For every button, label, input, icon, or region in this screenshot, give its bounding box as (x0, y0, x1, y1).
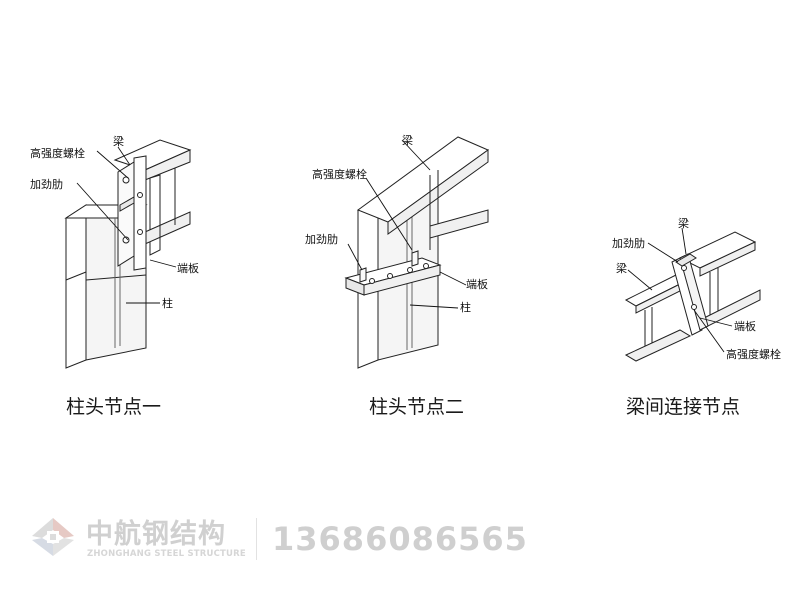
fig2-label-stiffener: 加劲肋 (305, 232, 338, 246)
figure-2-drawing (344, 136, 490, 369)
fig1-label-stiffener: 加劲肋 (30, 177, 63, 191)
caption-figure-2: 柱头节点二 (369, 396, 465, 418)
caption-figure-3: 梁间连接节点 (626, 396, 741, 418)
fig1-label-beam: 梁 (113, 134, 124, 148)
fig3-label-beam-left: 梁 (616, 261, 627, 275)
fig2-label-column: 柱 (460, 300, 471, 314)
fig3-label-stiffener: 加劲肋 (612, 236, 645, 250)
phone-number: 13686086565 (272, 520, 528, 558)
beam-3-right (678, 231, 761, 331)
figure-1-labels: 高强度螺栓 加劲肋 梁 端板 柱 (30, 134, 199, 310)
leaders-3 (627, 227, 733, 353)
zhonghang-logo-icon (32, 518, 74, 556)
end-plate-3 (671, 253, 709, 336)
fig2-label-beam: 梁 (402, 133, 413, 147)
caption-figure-1: 柱头节点一 (66, 396, 162, 418)
fig1-label-column: 柱 (162, 296, 173, 310)
figure-1-drawing (64, 139, 192, 369)
leaders-2 (347, 139, 467, 309)
fig1-label-end-plate: 端板 (177, 261, 199, 275)
fig2-label-end-plate: 端板 (466, 277, 488, 291)
watermark-divider (256, 518, 257, 560)
figure-3-drawing (624, 227, 761, 362)
fig3-label-bolt: 高强度螺栓 (726, 347, 781, 361)
fig2-label-bolt: 高强度螺栓 (312, 167, 367, 181)
brand-name-cn: 中航钢结构 (86, 519, 226, 550)
beam-3-left (624, 271, 694, 362)
end-plate-1 (117, 155, 147, 271)
figure-3-labels: 加劲肋 梁 梁 端板 高强度螺栓 (612, 216, 781, 361)
beam-2 (356, 136, 490, 250)
figure-2-labels: 高强度螺栓 加劲肋 梁 端板 柱 (305, 133, 488, 314)
fig3-label-end-plate: 端板 (734, 319, 756, 333)
leaders-1 (76, 146, 177, 304)
brand-name-en: ZHONGHANG STEEL STRUCTURE (87, 549, 246, 559)
end-plate-2 (344, 250, 442, 296)
fig1-label-bolt: 高强度螺栓 (30, 146, 85, 160)
fig3-label-beam-right: 梁 (678, 216, 689, 230)
